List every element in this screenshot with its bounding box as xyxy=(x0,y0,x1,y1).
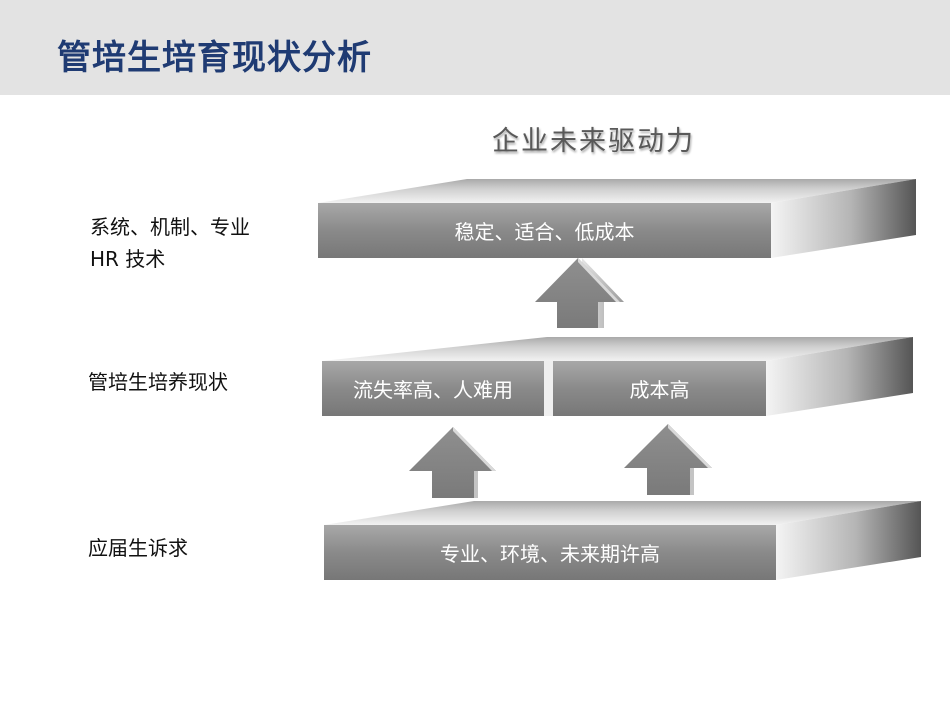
label-graduate-needs: 应届生诉求 xyxy=(88,536,188,560)
level-bottom-text: 专业、环境、未来期许高 xyxy=(440,542,660,566)
slab-top xyxy=(318,179,916,258)
slab-bottom xyxy=(324,501,921,580)
label-systems-line2: HR 技术 xyxy=(90,247,166,271)
slab-middle xyxy=(322,337,913,416)
arrow-up-icon xyxy=(535,258,624,328)
label-systems: 系统、机制、专业 HR 技术 xyxy=(90,211,250,275)
arrow-up-icon xyxy=(624,424,712,495)
arrow-up-icon xyxy=(409,427,496,498)
level-middle-left-text: 流失率高、人难用 xyxy=(353,378,513,402)
header-band xyxy=(0,0,950,95)
label-systems-line1: 系统、机制、专业 xyxy=(90,215,250,239)
level-top-text: 稳定、适合、低成本 xyxy=(454,220,635,244)
diagram-heading: 企业未来驱动力 xyxy=(492,126,695,157)
page-title: 管培生培育现状分析 xyxy=(57,38,372,78)
level-middle-right-text: 成本高 xyxy=(629,378,690,402)
label-current-status: 管培生培养现状 xyxy=(88,370,228,394)
